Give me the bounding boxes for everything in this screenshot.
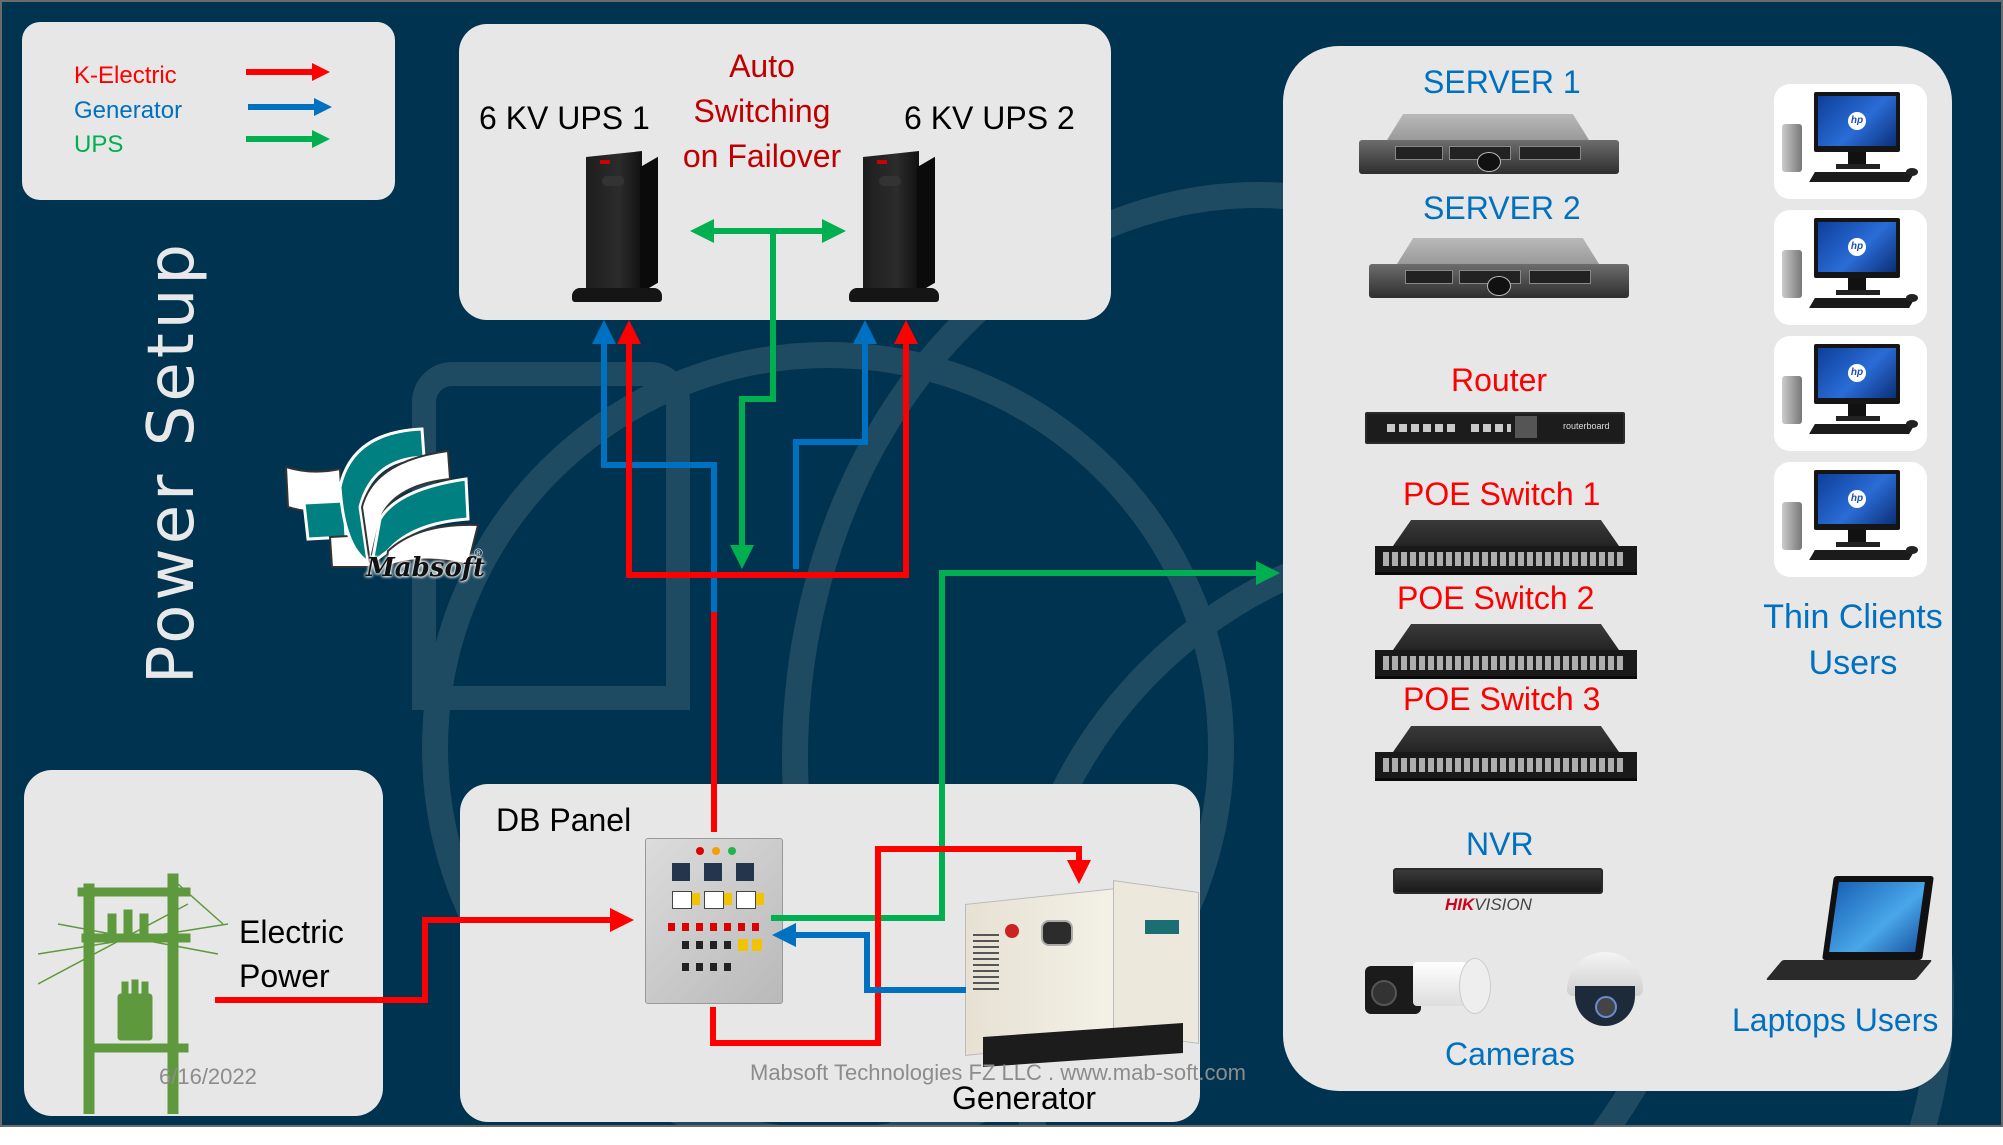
legend-label-ups: UPS — [74, 131, 124, 158]
legend-label-k-electric: K-Electric — [74, 62, 177, 89]
ups1-device — [572, 151, 662, 304]
server1-device — [1359, 114, 1619, 176]
generator-label: Generator — [952, 1080, 1097, 1116]
db-panel-device — [645, 838, 783, 1004]
electric-power-panel: Electric Power 6/16/2022 — [24, 770, 383, 1116]
legend-panel: K-Electric Generator UPS — [22, 22, 395, 200]
nvr-device — [1393, 868, 1603, 894]
auto-switching-line-3: on Failover — [682, 138, 842, 174]
nvr-brand-vision: VISION — [1474, 895, 1532, 914]
ups-panel: 6 KV UPS 1 6 KV UPS 2 Auto Switching on … — [459, 24, 1111, 320]
electric-power-line-1: Electric — [239, 914, 344, 950]
auto-switching-line-1: Auto — [729, 48, 795, 84]
logo-wordmark: Mabsoft — [366, 553, 485, 583]
thin-client-tile: hp — [1774, 210, 1927, 325]
thin-client-tile: hp — [1774, 84, 1927, 199]
thin-clients-line-1: Thin Clients — [1763, 598, 1943, 636]
thin-client-tile: hp — [1774, 462, 1927, 577]
router-brand: routerboard — [1563, 421, 1610, 431]
dome-camera-device — [1565, 952, 1645, 1030]
thin-clients-line-2: Users — [1808, 644, 1898, 682]
ups2-label: 6 KV UPS 2 — [904, 100, 1075, 136]
footer-company: Mabsoft Technologies FZ LLC . www.mab-so… — [750, 1060, 1247, 1085]
legend-label-generator: Generator — [74, 97, 183, 124]
utility-pole-icon — [38, 873, 228, 1114]
router-device: routerboard — [1365, 412, 1625, 444]
legend-arrow-generator-icon — [248, 98, 332, 116]
bullet-camera-device — [1355, 958, 1491, 1020]
page-title: Power Setup — [135, 239, 209, 685]
poe-switch3-device — [1375, 726, 1637, 782]
legend-arrow-k-electric-icon — [246, 63, 330, 81]
mabsoft-logo-icon — [284, 427, 480, 569]
slide-date: 6/16/2022 — [159, 1064, 257, 1089]
poe-switch3-label: POE Switch 3 — [1403, 681, 1601, 717]
db-panel-label: DB Panel — [496, 802, 632, 838]
poe-switch1-label: POE Switch 1 — [1403, 476, 1601, 512]
cameras-label: Cameras — [1445, 1036, 1575, 1072]
nvr-brand-hik: HIK — [1445, 895, 1475, 914]
poe-switch1-device — [1375, 520, 1637, 576]
poe-switch2-label: POE Switch 2 — [1397, 580, 1595, 616]
router-label: Router — [1451, 362, 1548, 398]
laptops-users-label: Laptops Users — [1732, 1002, 1939, 1038]
laptop-device — [1765, 876, 1940, 996]
nvr-brand-logo: HIKVISION — [1445, 896, 1532, 913]
legend-arrow-ups-icon — [246, 130, 330, 148]
electric-power-line-2: Power — [239, 958, 330, 994]
auto-switching-label: Auto Switching on Failover — [677, 44, 847, 179]
poe-switch2-device — [1375, 624, 1637, 680]
auto-switching-line-2: Switching — [693, 93, 831, 129]
server2-label: SERVER 2 — [1423, 190, 1581, 226]
thin-clients-label: Thin Clients Users — [1723, 594, 1983, 686]
logo-registered-mark: ® — [474, 546, 483, 560]
ups1-label: 6 KV UPS 1 — [479, 100, 650, 136]
network-panel: SERVER 1 SERVER 2 Router routerboard POE… — [1283, 46, 1952, 1091]
generator-device — [965, 879, 1199, 1070]
server2-device — [1369, 238, 1629, 300]
mabsoft-logo: Mabsoft ® — [282, 427, 492, 602]
server1-label: SERVER 1 — [1423, 64, 1581, 100]
ups2-device — [849, 151, 939, 304]
thin-client-tile: hp — [1774, 336, 1927, 451]
electric-power-label: Electric Power — [239, 910, 344, 998]
nvr-label: NVR — [1466, 826, 1534, 862]
